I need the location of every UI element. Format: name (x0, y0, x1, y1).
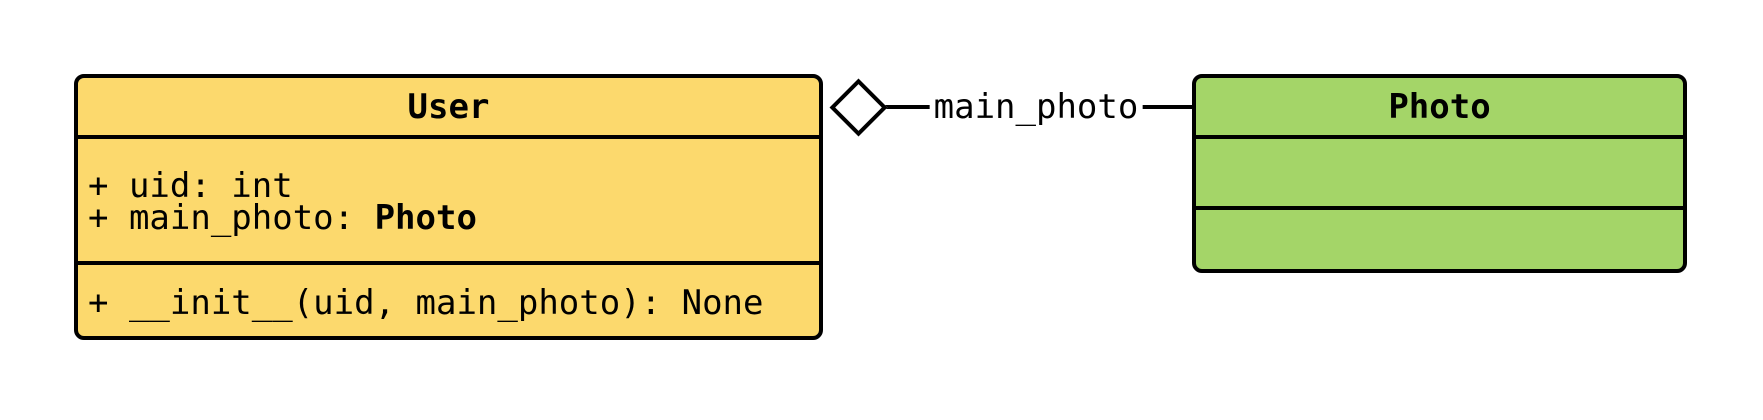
attribute-main-photo-type: Photo (374, 198, 477, 238)
class-methods-user: + __init__(uid, main_photo): None (78, 265, 819, 323)
attribute-uid: + uid: int (88, 169, 809, 203)
class-title-user: User (78, 78, 819, 139)
class-box-photo: Photo (1192, 74, 1687, 273)
attribute-main-photo-text: + main_photo: (88, 198, 375, 238)
attribute-main-photo: + main_photo: Photo (88, 201, 809, 235)
class-box-user: User + uid: int + main_photo: Photo + __… (74, 74, 823, 340)
class-attributes-user: + uid: int + main_photo: Photo (78, 139, 819, 265)
aggregation-diamond-icon (829, 78, 888, 137)
attribute-uid-text: + uid: int (88, 166, 293, 206)
class-attributes-photo (1196, 139, 1683, 210)
class-title-photo: Photo (1196, 78, 1683, 139)
relation-label: main_photo (929, 87, 1143, 127)
method-init: + __init__(uid, main_photo): None (88, 283, 764, 323)
